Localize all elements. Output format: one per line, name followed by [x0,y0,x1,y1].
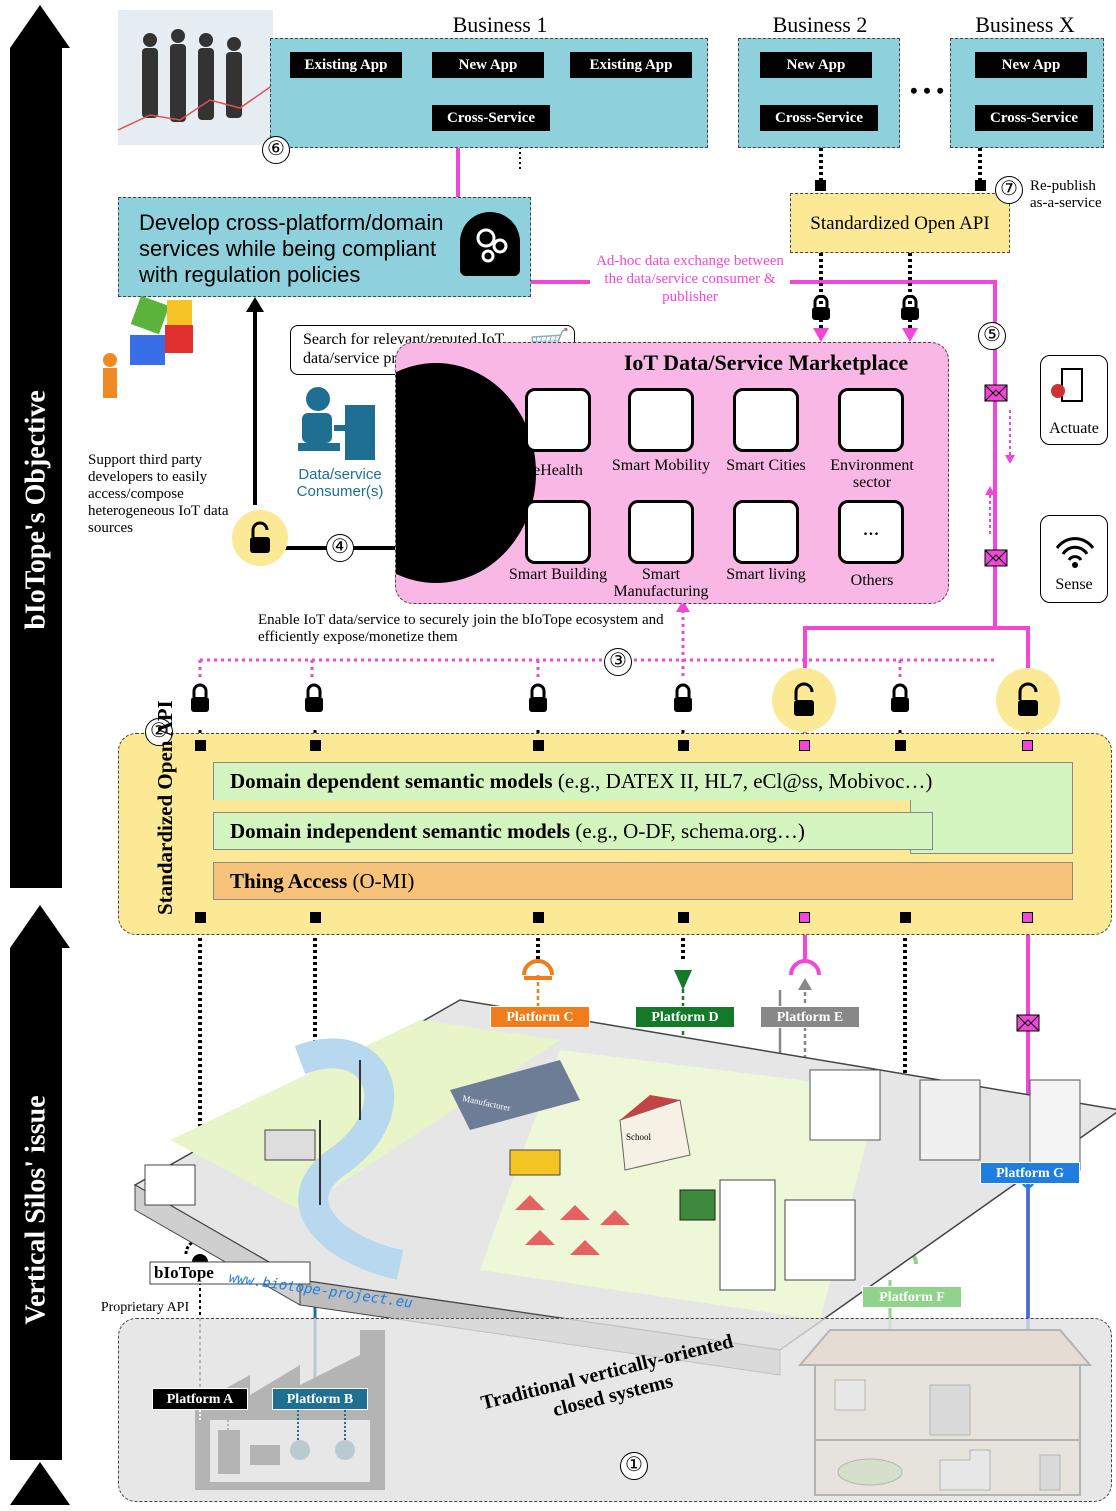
closed-systems-area [118,1318,1112,1502]
more-businesses-dots: • • • [909,78,945,103]
step-1-marker: ① [620,1452,648,1480]
api-port[interactable] [799,740,810,751]
platform-d-label[interactable]: Platform D [635,1006,735,1028]
smart-cities-tile-icon[interactable] [733,388,799,452]
adhoc-exchange-label: Ad-hoc data exchange between the data/se… [590,252,790,306]
domain-dependent-layer: Domain dependent semantic models (e.g., … [213,762,1073,800]
platform-f-label[interactable]: Platform F [862,1286,962,1308]
school-sign: School [626,1132,652,1142]
smart-living-tile-icon[interactable] [733,500,799,564]
lock-icon [189,683,211,718]
step-6-marker: ⑥ [262,136,290,164]
step-2-marker: ② [145,718,173,746]
smart-building-tile-icon[interactable] [525,500,591,564]
unlock-icon [232,510,288,566]
existing-app-1[interactable]: Existing App [290,52,402,78]
actuate-box[interactable]: Actuate [1040,355,1108,445]
sense-label: Sense [1055,576,1093,593]
business-1-title: Business 1 [452,12,548,37]
smart-mobility-tile-icon[interactable] [628,388,694,452]
api-port[interactable] [815,180,826,191]
lock-icon [303,683,325,718]
biotope-brand: bIoTope [154,1263,214,1282]
api-port[interactable] [533,740,544,751]
domain-independent-layer: Domain independent semantic models (e.g.… [213,812,933,850]
business-x-title: Business X [975,12,1075,37]
sense-box[interactable]: Sense [1040,515,1108,603]
new-app-b2[interactable]: New App [760,52,872,78]
republish-label: Re-publish as-a-service [1030,178,1102,211]
consumer-figure-icon [290,385,380,465]
api-port[interactable] [310,740,321,751]
environment-label: Environment sector [830,457,914,491]
ehealth-tile-icon[interactable] [525,388,591,452]
platform-a-label[interactable]: Platform A [152,1388,248,1410]
step-5-marker: ⑤ [978,322,1006,350]
lock-icon [672,683,694,718]
support-text: Support third party developers to easily… [88,452,229,536]
new-app-bx[interactable]: New App [975,52,1087,78]
api-port[interactable] [678,740,689,751]
thing-access-layer: Thing Access (O-MI) [213,862,1073,900]
sensor-message-icons [984,384,1040,1032]
unlock-icon [772,668,836,732]
new-app-b1[interactable]: New App [432,52,544,78]
environment-tile-icon[interactable] [838,388,904,452]
api-port[interactable] [533,912,544,923]
smart-mobility-label: Smart Mobility [611,457,711,474]
cross-service-b1[interactable]: Cross-Service [432,105,550,131]
wifi-icon [1055,537,1095,568]
smart-cities-label: Smart Cities [726,457,806,474]
business-2-title: Business 2 [772,12,868,37]
lock-icon [889,683,911,718]
api-port[interactable] [195,740,206,751]
smart-living-label: Smart living [726,566,806,583]
lock-icon [527,683,549,718]
business-people-image [118,10,273,145]
step-3-marker: ③ [604,648,632,676]
unlock-icon [996,668,1060,732]
ehealth-label: eHealth [533,462,583,479]
open-api-vertical-label: Standardized Open API [153,700,177,915]
api-port[interactable] [900,912,911,923]
cross-service-b2[interactable]: Cross-Service [760,105,878,131]
actuate-label: Actuate [1049,420,1099,437]
api-port[interactable] [1022,912,1033,923]
proprietary-api-label: Proprietary API [100,1300,190,1315]
others-label: Others [850,572,894,589]
top-open-api-box: Standardized Open API [790,193,1010,253]
cross-service-bx[interactable]: Cross-Service [975,105,1093,131]
api-port[interactable] [975,180,986,191]
platform-c-label[interactable]: Platform C [490,1006,590,1028]
smart-manufacturing-tile-icon[interactable] [628,500,694,564]
smart-manufacturing-label: Smart Manufacturing [613,566,709,600]
platform-e-label[interactable]: Platform E [760,1006,860,1028]
silos-arrow [10,905,70,1460]
api-port[interactable] [1022,740,1033,751]
api-port[interactable] [895,740,906,751]
api-port[interactable] [799,912,810,923]
platform-g-label[interactable]: Platform G [980,1162,1080,1184]
smart-building-label: Smart Building [508,566,608,583]
lock-icon [899,294,921,321]
enable-text: Enable IoT data/service to securely join… [258,612,678,646]
open-api-vertical-wrap: Standardized Open API [120,700,210,915]
consumer-label: Data/service Consumer(s) [296,466,384,500]
step-7-marker: ⑦ [995,176,1023,204]
puzzle-people-icon [95,240,205,410]
existing-app-2[interactable]: Existing App [570,52,692,78]
api-port[interactable] [310,912,321,923]
objective-arrow [10,5,70,888]
others-tile-icon[interactable]: ... [838,500,904,564]
marketplace-title: IoT Data/Service Marketplace [623,350,909,375]
lock-icon [810,294,832,321]
side-arrows [10,5,70,1505]
switch-icon [1061,368,1083,402]
platform-b-label[interactable]: Platform B [272,1388,368,1410]
brain-gears-icon [460,212,520,276]
api-port[interactable] [195,912,206,923]
step-4-marker: ④ [326,534,354,562]
api-port[interactable] [678,912,689,923]
